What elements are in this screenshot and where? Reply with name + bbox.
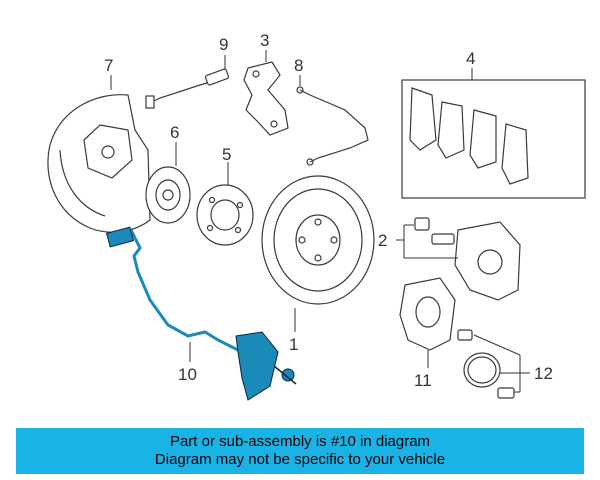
callout-7: 7 xyxy=(104,56,113,75)
part-10-abs-sensor[interactable] xyxy=(105,226,297,401)
callout-1: 1 xyxy=(289,335,298,354)
part-8-brake-line[interactable] xyxy=(296,86,369,166)
info-banner: Part or sub-assembly is #10 in diagram D… xyxy=(16,428,584,474)
part-5-tone-ring[interactable] xyxy=(196,184,254,246)
leader-lines xyxy=(110,50,530,393)
callout-10: 10 xyxy=(178,365,197,384)
part-7-backing-plate[interactable] xyxy=(47,94,151,233)
callout-3: 3 xyxy=(260,31,269,50)
callout-4: 4 xyxy=(466,49,475,68)
callout-labels: 7 9 3 8 4 6 5 2 1 10 11 12 xyxy=(104,31,553,390)
part-2-caliper[interactable] xyxy=(414,217,521,301)
part-11-caliper-housing[interactable] xyxy=(399,277,456,351)
callout-8: 8 xyxy=(294,56,303,75)
part-9-wear-sensor[interactable] xyxy=(145,68,230,109)
callout-9: 9 xyxy=(219,35,228,54)
parts-diagram: 7 9 3 8 4 6 5 2 1 10 11 12 xyxy=(47,31,586,401)
banner-line-2: Diagram may not be specific to your vehi… xyxy=(154,451,446,468)
callout-12: 12 xyxy=(534,364,553,383)
part-3-caliper-bracket[interactable] xyxy=(243,61,289,136)
callout-11: 11 xyxy=(414,371,432,390)
part-1-brake-rotor[interactable] xyxy=(261,175,375,305)
callout-5: 5 xyxy=(222,145,231,164)
part-4-brake-pads[interactable] xyxy=(401,79,586,199)
callout-6: 6 xyxy=(170,123,179,142)
banner-line-1: Part or sub-assembly is #10 in diagram xyxy=(169,433,431,450)
part-6-wheel-hub[interactable] xyxy=(145,166,191,224)
callout-2: 2 xyxy=(378,231,387,250)
part-12-seal-bolts[interactable] xyxy=(457,329,515,399)
